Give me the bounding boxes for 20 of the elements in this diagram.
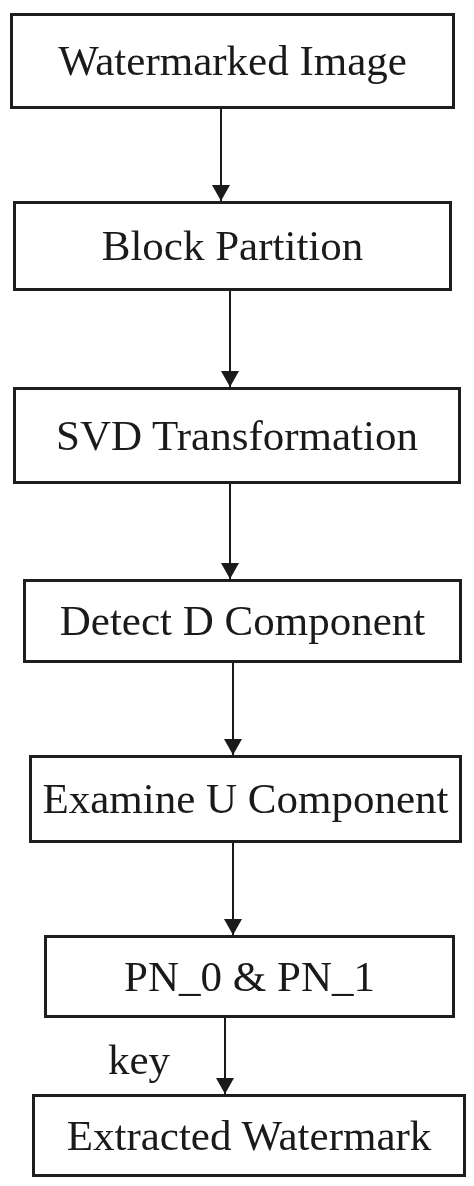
- step-label: Block Partition: [101, 222, 364, 270]
- step-label: Extracted Watermark: [66, 1111, 432, 1160]
- step-label: Examine U Component: [42, 775, 449, 823]
- arrow: [224, 842, 242, 936]
- process-box: [29, 755, 462, 843]
- process-box: [10, 13, 455, 109]
- process-box: [32, 1094, 466, 1177]
- arrow: [221, 290, 239, 388]
- process-box: [23, 579, 462, 663]
- process-box: [13, 201, 452, 291]
- arrow: [221, 483, 239, 580]
- step-label: Detect D Component: [59, 597, 426, 645]
- process-box: [13, 387, 461, 484]
- step-label: PN_0 & PN_1: [124, 952, 375, 1001]
- process-box: [44, 935, 455, 1018]
- step-label: Watermarked Image: [58, 37, 407, 85]
- arrow: [224, 662, 242, 756]
- arrow: [216, 1017, 234, 1095]
- step-label: SVD Transformation: [56, 411, 418, 460]
- arrow: [212, 108, 230, 202]
